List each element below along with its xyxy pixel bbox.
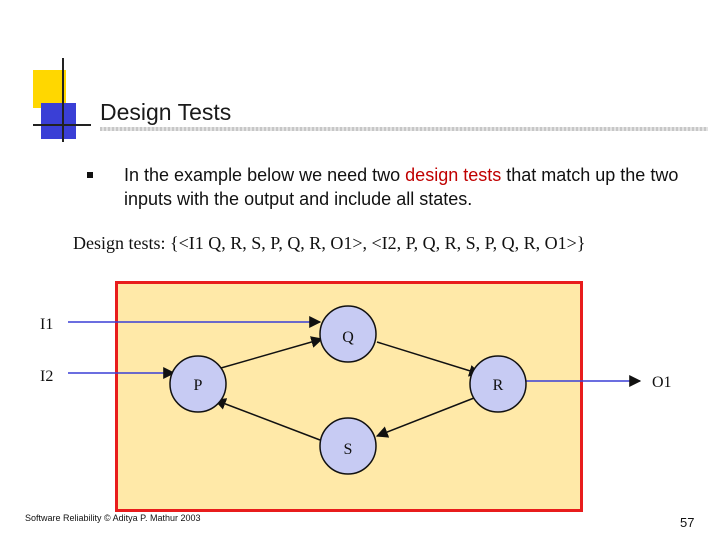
edge-q-r: [376, 341, 482, 377]
logo-blue-square: [41, 103, 76, 139]
state-label-r: R: [493, 377, 504, 394]
bullet-text: In the example below we need two design …: [124, 163, 704, 211]
bullet-text-suffix: that match up the two inputs with the ou…: [124, 165, 679, 209]
page-number: 57: [680, 515, 695, 530]
edge-s-p: [213, 398, 321, 441]
logo-horizontal-line: [33, 124, 91, 126]
state-label-q: Q: [342, 329, 354, 346]
edge-p-q: [213, 336, 324, 371]
state-node-p: [169, 355, 227, 413]
state-node-r: [469, 355, 527, 413]
bullet-text-highlight: design tests: [405, 165, 502, 185]
input-label-i1: I1: [40, 316, 54, 333]
footer-credit: Software Reliability © Aditya P. Mathur …: [25, 513, 201, 523]
title-underline: [100, 127, 708, 131]
state-node-s: [319, 417, 377, 475]
output-label-o1: O1: [652, 374, 672, 391]
input-label-i2: I2: [40, 368, 54, 385]
logo-yellow-square: [33, 70, 66, 108]
state-node-q: [319, 305, 377, 363]
logo-vertical-line: [62, 58, 64, 142]
state-label-s: S: [344, 441, 353, 458]
bullet-marker: [87, 172, 93, 178]
slide-title: Design Tests: [100, 99, 232, 125]
bullet-text-prefix: In the example below we need two: [124, 165, 406, 185]
state-label-p: P: [194, 377, 203, 394]
design-tests-line: Design tests: {<I1 Q, R, S, P, Q, R, O1>…: [73, 233, 586, 253]
edge-r-s: [375, 397, 475, 438]
